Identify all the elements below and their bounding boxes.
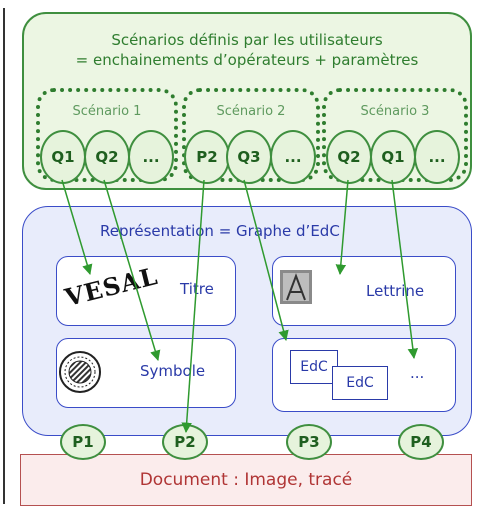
- scenario-1-op-1: Q1: [40, 130, 86, 184]
- scenario-3-op-2: Q1: [370, 130, 416, 184]
- scenario-1-label: Scénario 1: [72, 104, 142, 119]
- left-rule: [3, 8, 5, 504]
- scenario-2-op-1: P2: [184, 130, 230, 184]
- primitive-p3: P3: [286, 424, 332, 460]
- document-label: Document : Image, tracé: [139, 470, 353, 490]
- primitive-p4: P4: [398, 424, 444, 460]
- symbole-label: Symbole: [140, 362, 206, 380]
- representation-title: Représentation = Graphe d’EdC: [100, 222, 340, 240]
- scenario-2-op-2: Q3: [226, 130, 272, 184]
- scenarios-title: Scénarios définis par les utilisateurs =…: [22, 30, 472, 70]
- lettrine-label: Lettrine: [366, 282, 425, 300]
- lettrine-node: [272, 256, 456, 326]
- scenario-1-op-3: ...: [128, 130, 174, 184]
- primitive-p1: P1: [60, 424, 106, 460]
- scenarios-title-line2: = enchainements d’opérateurs + paramètre…: [75, 51, 419, 69]
- scenario-1-op-2: Q2: [84, 130, 130, 184]
- scenario-3-op-3: ...: [414, 130, 460, 184]
- scenario-3-label: Scénario 3: [360, 104, 430, 119]
- scenarios-title-line1: Scénarios définis par les utilisateurs: [111, 31, 383, 49]
- primitive-p2: P2: [162, 424, 208, 460]
- titre-label: Titre: [180, 280, 214, 298]
- edc-box-2: EdC: [332, 366, 388, 400]
- scenario-2-label: Scénario 2: [216, 104, 286, 119]
- scenario-2-op-3: ...: [270, 130, 316, 184]
- edc-box-1: EdC: [290, 350, 338, 384]
- scenario-3-op-1: Q2: [326, 130, 372, 184]
- document-panel: [20, 454, 472, 506]
- edc-ellipsis: ...: [410, 364, 425, 382]
